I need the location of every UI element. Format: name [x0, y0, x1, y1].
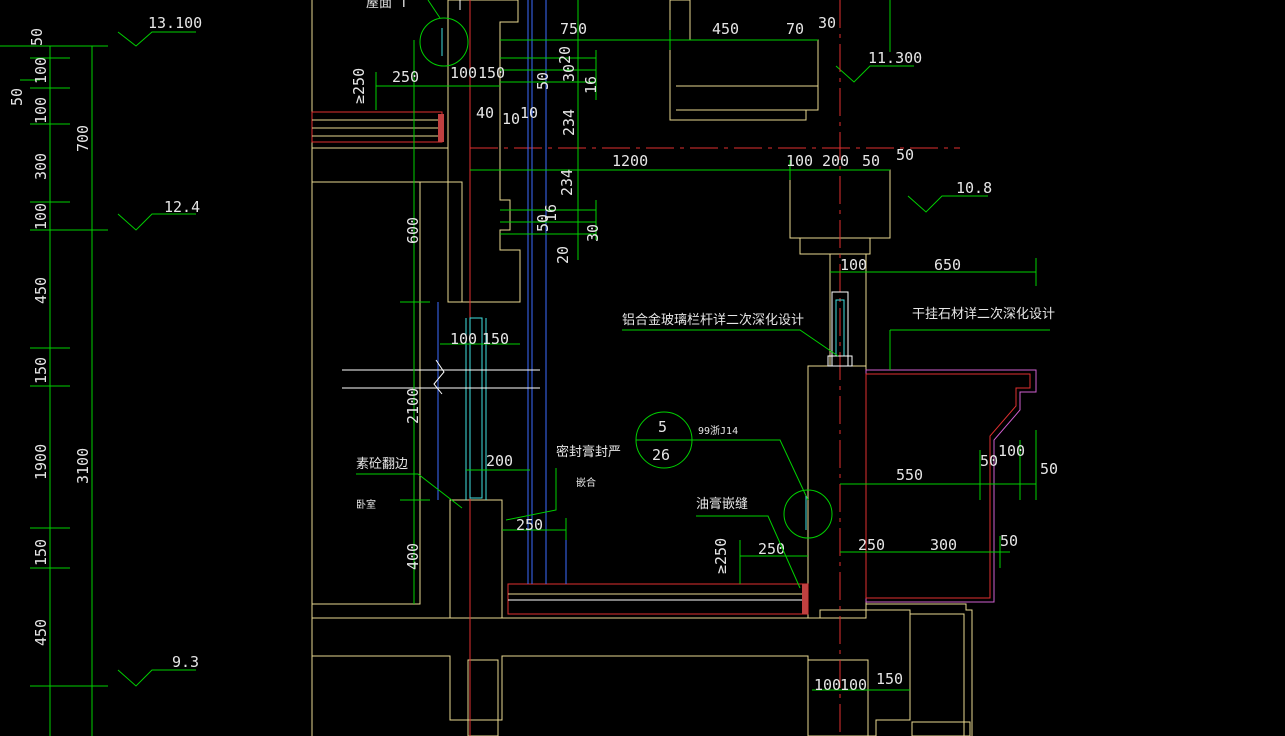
detail-ref-number: 5 — [658, 418, 667, 436]
dim-50-stone-b: 50 — [1040, 460, 1058, 478]
dim-30-top: 30 — [818, 14, 836, 32]
dim-50-stone-c: 50 — [1000, 532, 1018, 550]
left-chain-7: 1900 — [32, 444, 50, 480]
left-chain-8: 150 — [32, 539, 50, 566]
dim-150-top: 150 — [478, 64, 505, 82]
dim-1200: 1200 — [612, 152, 648, 170]
elevation-13-100: 13.100 — [148, 14, 202, 32]
structure — [311, 0, 1037, 736]
elevation-12-4: 12.4 — [164, 198, 200, 216]
railing-post-icon — [827, 291, 853, 367]
elevation-10-8: 10.8 — [956, 179, 992, 197]
dimension-lines — [375, 0, 1037, 691]
elevation-markers — [117, 31, 988, 687]
left-chain-5: 450 — [32, 277, 50, 304]
dim-250-window: 250 — [516, 516, 543, 534]
dim-300: 300 — [930, 536, 957, 554]
dim-100-mid: 100 — [786, 152, 813, 170]
dim-100-stone: 100 — [998, 442, 1025, 460]
leader-lines — [356, 0, 1050, 589]
note-sealant-sub: 嵌合 — [576, 476, 596, 489]
dim-250-top: 250 — [392, 68, 419, 86]
dim-50-mid-b: 50 — [896, 146, 914, 164]
dim-750: 750 — [560, 20, 587, 38]
note-oil-paste: 油膏嵌缝 — [696, 496, 748, 512]
note-plain-concrete: 素砼翻边 — [356, 457, 408, 472]
dim-50-upper: 50 — [534, 72, 552, 90]
dim-16-upper: 16 — [582, 76, 600, 94]
note-stone: 干挂石材详二次深化设计 — [912, 306, 1055, 322]
detail-ref-sheet: 26 — [652, 446, 670, 464]
dim-450: 450 — [712, 20, 739, 38]
dim-30-lower: 30 — [584, 224, 602, 242]
left-chain-0: 50 — [28, 28, 46, 46]
note-railing: 铝合金玻璃栏杆详二次深化设计 — [622, 312, 804, 328]
dim-100-right: 100 — [840, 256, 867, 274]
dim-150-bottom: 150 — [876, 670, 903, 688]
note-sealant: 密封膏封严 — [556, 444, 621, 460]
axis-lines — [342, 0, 960, 736]
detail-ref-atlas: 99浙J14 — [698, 425, 738, 437]
dim-50-mid-a: 50 — [862, 152, 880, 170]
dim-70: 70 — [786, 20, 804, 38]
left-chain-3: 300 — [32, 153, 50, 180]
left-chain-6: 150 — [32, 357, 50, 384]
dim-20-lower: 20 — [554, 246, 572, 264]
dim-ge250-left: ≥250 — [350, 68, 368, 104]
dim-50-lower: 50 — [534, 214, 552, 232]
dim-150-window: 150 — [482, 330, 509, 348]
dim-200-mid: 200 — [822, 152, 849, 170]
dim-650: 650 — [934, 256, 961, 274]
left-chain-4: 100 — [32, 203, 50, 230]
dim-10-a: 10 — [502, 110, 520, 128]
dim-20-top: 20 — [556, 46, 574, 64]
dim-100-top: 100 — [450, 64, 477, 82]
left-dimension-chain — [0, 45, 108, 736]
left-total-700: 700 — [74, 125, 92, 152]
left-chain-1: 100 — [32, 57, 50, 84]
elevation-11-300: 11.300 — [868, 49, 922, 67]
dim-400: 400 — [404, 543, 422, 570]
left-chain-2: 100 — [32, 97, 50, 124]
dim-550: 550 — [896, 466, 923, 484]
left-chain-extra: 50 — [8, 88, 26, 106]
dim-234-upper: 234 — [560, 109, 578, 136]
dim-250-balcony: 250 — [758, 540, 785, 558]
left-chain-9: 450 — [32, 619, 50, 646]
dim-2100: 2100 — [404, 388, 422, 424]
dim-600: 600 — [404, 217, 422, 244]
dim-234-lower: 234 — [558, 169, 576, 196]
dim-100-bottom-a: 100 — [814, 676, 841, 694]
dim-50-stone-a: 50 — [980, 452, 998, 470]
note-top-cut: 屋面 T — [366, 0, 408, 11]
dim-10-b: 10 — [520, 104, 538, 122]
dim-16-lower: 16 — [542, 204, 560, 222]
dim-200-window: 200 — [486, 452, 513, 470]
dim-ge250-right: ≥250 — [712, 538, 730, 574]
dim-250-parapet: 250 — [858, 536, 885, 554]
dim-40: 40 — [476, 104, 494, 122]
note-room: 卧室 — [356, 498, 376, 511]
left-total-3100: 3100 — [74, 448, 92, 484]
dim-100-bottom-b: 100 — [840, 676, 867, 694]
dim-30-upper: 30 — [560, 64, 578, 82]
elevation-9-3: 9.3 — [172, 653, 199, 671]
dim-100-window: 100 — [450, 330, 477, 348]
